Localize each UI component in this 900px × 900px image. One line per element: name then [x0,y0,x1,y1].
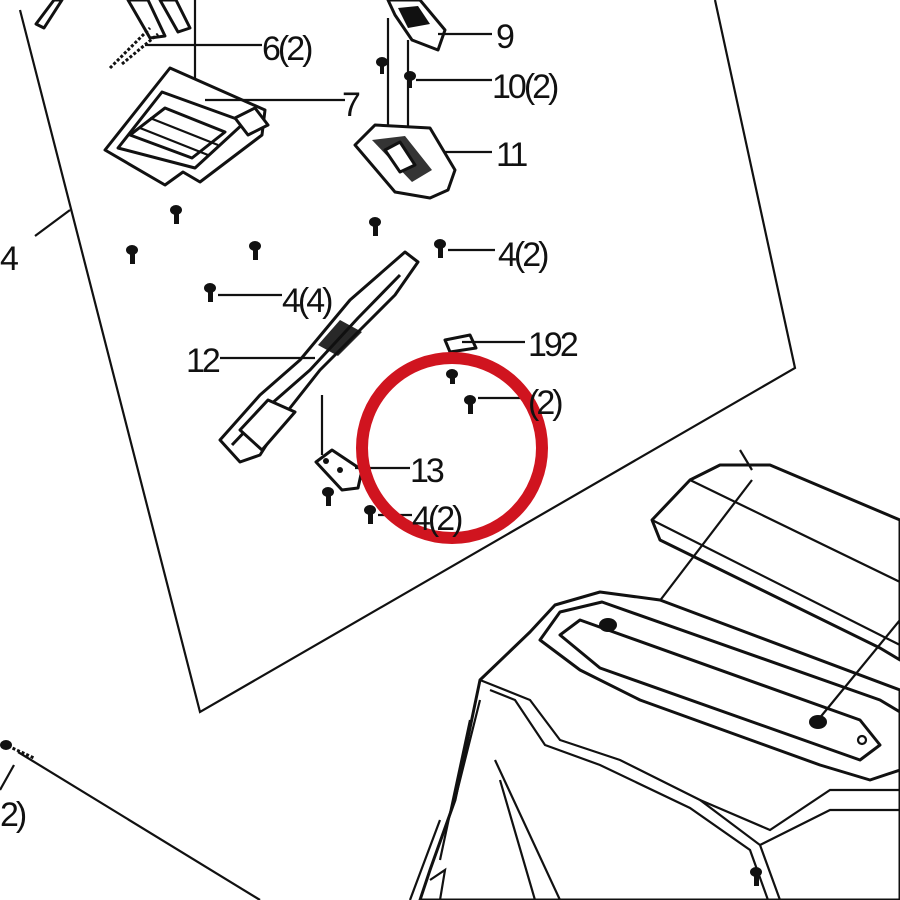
part-11-bracket [353,123,492,200]
screw-10a [376,57,388,74]
part-7-latch-housing [103,66,345,187]
label-192: 192 [528,326,578,364]
part-lower-left-screw [0,740,261,900]
label-2: (2) [528,384,562,422]
exploded-panel-outline [18,0,797,714]
screw [750,867,762,886]
screw [364,505,376,524]
highlight-circle [356,352,548,544]
label-6: 6(2) [262,30,312,68]
label-12: 12 [186,342,220,380]
screw [369,217,381,236]
screw [204,283,216,302]
label-10: 10(2) [492,68,558,106]
part-cover-lid [635,449,900,662]
part-192-washer [443,333,528,414]
label-4-lower: 4(2) [412,500,462,538]
screw [170,205,182,224]
screw [249,241,261,260]
label-4-edge: 4 [0,240,18,278]
screw-small [446,369,458,384]
label-4-left: 4(4) [282,282,332,320]
part-6-spring [108,26,262,70]
label-2-edge: 2) [0,796,26,834]
part-12-arm-lever [218,250,420,464]
label-4-upper: 4(2) [498,236,548,274]
part-labels: 6(2) 7 9 10(2) 11 4(2) 4(4) 12 192 (2) 1… [0,18,581,834]
part-10-screws [376,18,492,140]
label-13: 13 [410,452,444,490]
part-9-latch-block [386,0,492,52]
screw [126,245,138,264]
part-top-clips [34,0,197,105]
label-7: 7 [342,86,360,124]
part-4-screws [126,205,495,302]
screw-10b [404,71,416,88]
screw [322,487,334,506]
screw [434,239,446,258]
part-main-housing [408,590,900,900]
screw-small [464,395,476,414]
label-11: 11 [496,136,527,174]
label-9: 9 [496,18,514,56]
